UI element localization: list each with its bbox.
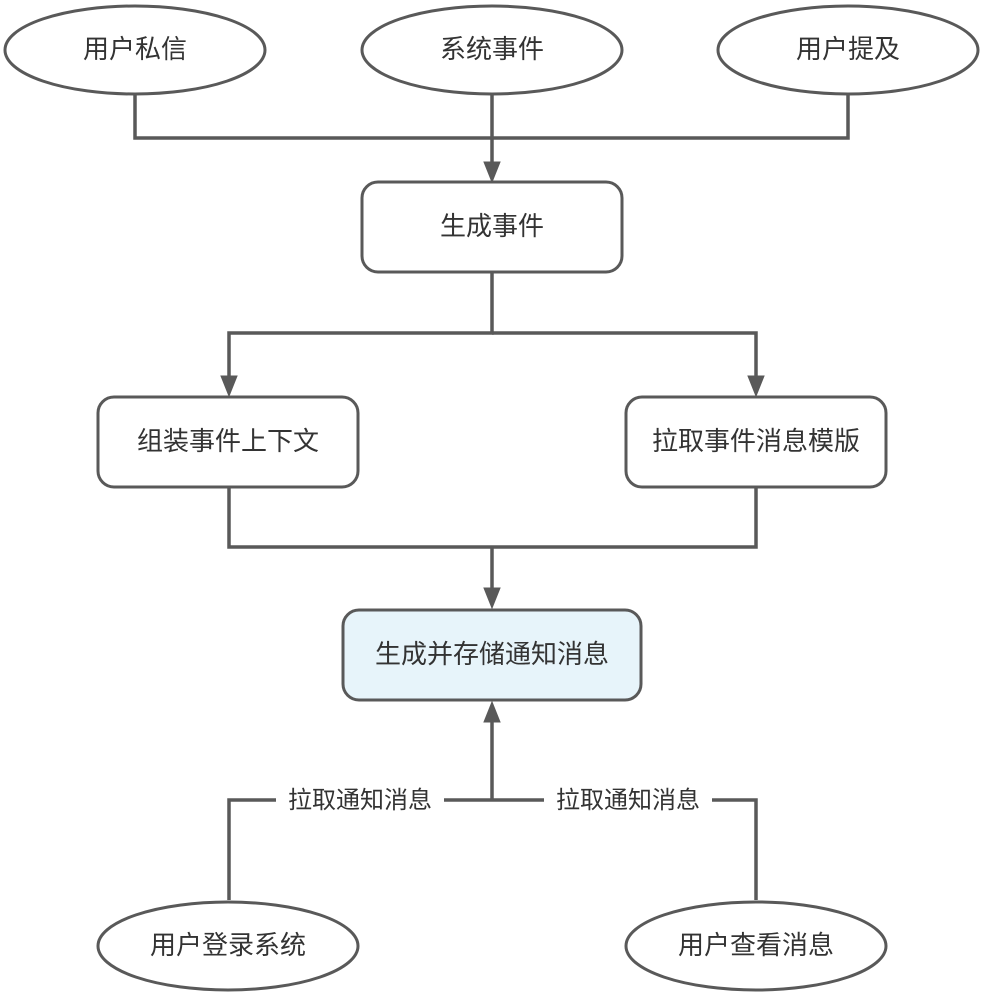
arrow-into-pull-template	[747, 375, 765, 398]
node-label-user-view: 用户查看消息	[678, 931, 834, 961]
rounded-rect-shape	[341, 608, 643, 702]
rounded-rect-shape	[360, 180, 624, 274]
edge-generate-event-split-right	[492, 331, 758, 380]
edge-user-login-pull	[227, 798, 492, 900]
node-label-generate-store: 生成并存储通知消息	[375, 640, 609, 670]
arrow-into-generate-event	[483, 161, 501, 184]
edge-labels: 拉取通知消息 拉取通知消息	[276, 786, 712, 814]
arrow-into-generate-store-bottom	[483, 700, 501, 723]
edges	[133, 94, 850, 900]
node-user-login: 用户登录系统	[96, 900, 360, 992]
edge-user-dm-merge	[133, 94, 492, 140]
node-label-system-event: 系统事件	[440, 35, 544, 65]
edge-user-mention-merge	[492, 94, 850, 140]
ellipse-shape	[624, 900, 888, 992]
ellipse-shape	[96, 900, 360, 992]
node-generate-event: 生成事件	[360, 180, 624, 274]
node-generate-store: 生成并存储通知消息	[341, 608, 643, 702]
edge-pull-template-merge	[492, 487, 758, 549]
node-assemble-context: 组装事件上下文	[96, 395, 360, 489]
node-label-user-dm: 用户私信	[83, 35, 187, 65]
node-system-event: 系统事件	[360, 4, 624, 96]
edge-user-view-pull	[492, 798, 758, 900]
edge-label-login-pull: 拉取通知消息	[288, 786, 432, 814]
node-user-mention: 用户提及	[716, 4, 980, 96]
node-label-user-login: 用户登录系统	[150, 931, 306, 961]
node-label-user-mention: 用户提及	[796, 35, 900, 65]
arrow-into-generate-store-top	[483, 587, 501, 610]
node-pull-template: 拉取事件消息模版	[624, 395, 888, 489]
edge-generate-event-split	[227, 272, 494, 380]
node-user-dm: 用户私信	[3, 4, 267, 96]
node-label-generate-event: 生成事件	[440, 212, 544, 242]
ellipse-shape	[3, 4, 267, 96]
ellipse-shape	[360, 4, 624, 96]
rounded-rect-shape	[624, 395, 888, 489]
arrow-into-assemble-context	[220, 375, 238, 398]
edge-label-view-pull: 拉取通知消息	[556, 786, 700, 814]
node-label-pull-template: 拉取事件消息模版	[652, 427, 860, 457]
ellipse-shape	[716, 4, 980, 96]
rounded-rect-shape	[96, 395, 360, 489]
node-label-assemble-context: 组装事件上下文	[137, 427, 319, 457]
edge-assemble-context-merge	[227, 487, 492, 549]
node-user-view: 用户查看消息	[624, 900, 888, 992]
